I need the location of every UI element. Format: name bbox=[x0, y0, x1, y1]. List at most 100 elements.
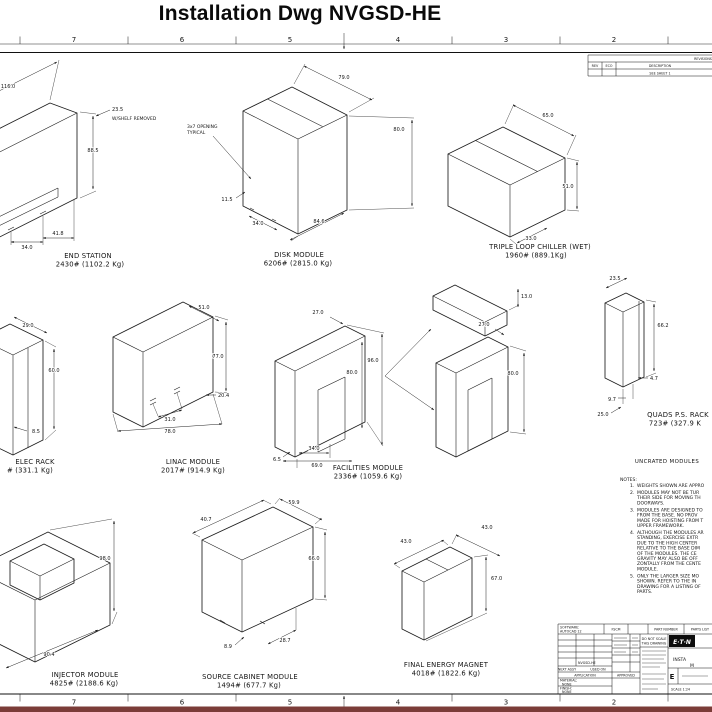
svg-text:27.0: 27.0 bbox=[478, 322, 489, 328]
svg-text:THIS DRAWING: THIS DRAWING bbox=[641, 642, 667, 646]
svg-text:2: 2 bbox=[612, 36, 616, 44]
svg-text:116.0: 116.0 bbox=[1, 84, 15, 90]
svg-text:APPLICATION: APPLICATION bbox=[574, 674, 596, 678]
svg-text:ONLY THE LARGER SIZE MO: ONLY THE LARGER SIZE MO bbox=[637, 573, 700, 579]
svg-text:43.0: 43.0 bbox=[400, 539, 411, 545]
uncrated-notes: UNCRATED MODULES NOTES: 1. WEIGHTS SHOWN… bbox=[620, 459, 705, 595]
svg-text:PART NUMBER: PART NUMBER bbox=[654, 628, 678, 632]
block-title-l2: M bbox=[690, 663, 694, 669]
block-title-l1: INSTA bbox=[673, 657, 687, 663]
module-disk: 79.0 80.0 11.5 34.0 84.6 3x7 OPENING TYP… bbox=[186, 63, 415, 268]
module-final-magnet: 43.0 43.0 67.0 FINAL ENERGY MAGNET 4018#… bbox=[393, 524, 503, 678]
svg-text:6: 6 bbox=[180, 699, 185, 707]
module-injector: 98.0 90.4 INJECTOR MODULE 4825# (2188.6 … bbox=[0, 518, 118, 688]
svg-text:4: 4 bbox=[396, 36, 401, 44]
svg-text:MADE FOR HOISTING FROM T: MADE FOR HOISTING FROM T bbox=[637, 518, 703, 524]
svg-text:8.5: 8.5 bbox=[32, 429, 40, 435]
svg-text:TYPICAL: TYPICAL bbox=[186, 130, 206, 136]
bottom-strip bbox=[0, 706, 712, 712]
module-quads-rack: 23.5 66.2 4.7 9.7 25.0 QUADS P.S. RACK 7… bbox=[597, 275, 709, 428]
svg-text:67.0: 67.0 bbox=[491, 576, 502, 582]
svg-text:77.0: 77.0 bbox=[212, 354, 223, 360]
svg-text:7: 7 bbox=[72, 699, 76, 707]
module-weight: 6206# (2815.0 Kg) bbox=[264, 260, 333, 268]
svg-text:6: 6 bbox=[180, 36, 185, 44]
svg-text:DRAWING FOR A LISTING OF: DRAWING FOR A LISTING OF bbox=[637, 584, 701, 590]
svg-text:20.4: 20.4 bbox=[218, 393, 229, 399]
svg-text:79.0: 79.0 bbox=[338, 75, 349, 81]
sheet-size: E bbox=[670, 673, 675, 681]
svg-text:3.: 3. bbox=[630, 507, 634, 513]
sheet-border bbox=[0, 33, 712, 712]
module-weight: 1494# (677.7 Kg) bbox=[217, 682, 281, 690]
svg-text:6.5: 6.5 bbox=[273, 457, 281, 463]
svg-text:51.0: 51.0 bbox=[562, 184, 573, 190]
svg-text:FINISH:: FINISH: bbox=[560, 687, 572, 691]
svg-text:34.0: 34.0 bbox=[252, 221, 263, 227]
svg-text:RELATIVE TO THE BASE DIM: RELATIVE TO THE BASE DIM bbox=[637, 546, 700, 552]
svg-text:51.0: 51.0 bbox=[198, 305, 209, 311]
svg-text:OF THE MODULES. THE CE: OF THE MODULES. THE CE bbox=[637, 551, 697, 557]
svg-text:WEIGHTS SHOWN ARE APPRO: WEIGHTS SHOWN ARE APPRO bbox=[637, 483, 705, 489]
uncrated-title: UNCRATED MODULES bbox=[635, 459, 700, 465]
svg-text:80.0: 80.0 bbox=[346, 370, 357, 376]
svg-text:4.7: 4.7 bbox=[650, 376, 658, 382]
svg-text:5.: 5. bbox=[630, 573, 634, 579]
module-name: FINAL ENERGY MAGNET bbox=[404, 661, 489, 669]
module-linac: 51.0 77.0 20.4 31.0 78.0 LINAC MODULE 20… bbox=[112, 301, 230, 475]
svg-text:34.0: 34.0 bbox=[21, 245, 32, 251]
svg-text:USED ON: USED ON bbox=[590, 668, 606, 672]
svg-text:MODULES ARE DESIGNED TO: MODULES ARE DESIGNED TO bbox=[637, 507, 703, 513]
svg-text:W/SHELF REMOVED: W/SHELF REMOVED bbox=[112, 116, 157, 122]
title-block: SOFTWARE: AUTOCAD 12 FSCM PART NUMBER PA… bbox=[557, 623, 712, 694]
svg-text:ALTHOUGH THE MODULES AR: ALTHOUGH THE MODULES AR bbox=[637, 530, 704, 536]
svg-text:MODULE.: MODULE. bbox=[637, 566, 658, 572]
model-number: NVGSD-HE bbox=[578, 661, 596, 665]
svg-text:5: 5 bbox=[288, 36, 292, 44]
module-name: ELEC RACK bbox=[15, 458, 55, 466]
svg-text:ECO: ECO bbox=[606, 64, 613, 68]
svg-text:PARTS.: PARTS. bbox=[637, 589, 652, 595]
module-weight: # (331.1 Kg) bbox=[7, 467, 53, 475]
module-elec-rack: 29.0 60.0 8.5 ELEC RACK # (331.1 Kg) bbox=[0, 316, 60, 475]
svg-text:88.5: 88.5 bbox=[87, 148, 98, 154]
module-name: DISK MODULE bbox=[274, 251, 324, 259]
svg-text:THEIR SIDE FOR MOVING TH: THEIR SIDE FOR MOVING TH bbox=[636, 495, 701, 501]
svg-text:APPROVED: APPROVED bbox=[617, 674, 635, 678]
svg-text:41.8: 41.8 bbox=[52, 231, 63, 237]
svg-text:FROM THE BASE. NO PROV: FROM THE BASE. NO PROV bbox=[637, 513, 698, 519]
module-name: FACILITIES MODULE bbox=[333, 464, 403, 472]
sheet-scale: SCALE 1:24 bbox=[671, 688, 690, 692]
svg-text:2.: 2. bbox=[630, 490, 634, 496]
svg-text:2: 2 bbox=[612, 699, 616, 707]
svg-text:69.0: 69.0 bbox=[311, 463, 322, 469]
svg-text:REV: REV bbox=[592, 64, 599, 68]
revision-table: REVISIONS REV ECO DESCRIPTION SEE SHEET … bbox=[587, 54, 712, 77]
svg-text:33.0: 33.0 bbox=[525, 236, 536, 242]
svg-text:3: 3 bbox=[504, 699, 508, 707]
svg-text:84.6: 84.6 bbox=[313, 219, 324, 225]
svg-text:3: 3 bbox=[504, 36, 508, 44]
svg-text:ZONTALLY FROM THE CENTE: ZONTALLY FROM THE CENTE bbox=[637, 561, 701, 567]
leader-to-bar bbox=[384, 328, 432, 377]
svg-text:4: 4 bbox=[396, 699, 401, 707]
svg-text:SHOWN. REFER TO THE IN: SHOWN. REFER TO THE IN bbox=[637, 579, 696, 585]
svg-text:MODULES MAY NOT BE TUR: MODULES MAY NOT BE TUR bbox=[637, 490, 699, 496]
module-weight: 723# (327.9 K bbox=[649, 420, 701, 428]
svg-text:80.0: 80.0 bbox=[507, 371, 518, 377]
svg-text:28.7: 28.7 bbox=[279, 638, 290, 644]
svg-text:23.5: 23.5 bbox=[112, 107, 123, 113]
svg-text:66.2: 66.2 bbox=[657, 323, 668, 329]
callout: 3x7 OPENING bbox=[187, 124, 218, 130]
svg-text:FSCM: FSCM bbox=[611, 628, 620, 632]
svg-text:PARTS LIST: PARTS LIST bbox=[691, 628, 710, 632]
module-facilities: 27.0 96.0 80.0 34.0 69.0 6.5 27.0 80.0 1… bbox=[272, 284, 533, 481]
module-weight: 4018# (1822.6 Kg) bbox=[412, 670, 481, 678]
svg-text:78.0: 78.0 bbox=[164, 429, 175, 435]
svg-text:65.0: 65.0 bbox=[542, 113, 553, 119]
svg-text:40.7: 40.7 bbox=[200, 517, 211, 523]
svg-text:STANDING, EXERCISE EXTR: STANDING, EXERCISE EXTR bbox=[637, 535, 698, 541]
